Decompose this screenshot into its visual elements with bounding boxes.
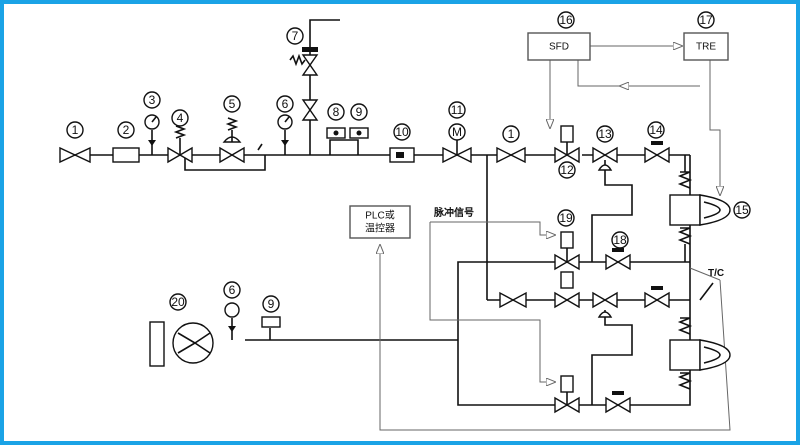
motor-valve-11	[442, 123, 472, 164]
svg-text:5: 5	[229, 97, 236, 111]
plc-box	[349, 205, 411, 239]
tre-label: TRE	[696, 42, 716, 53]
svg-text:19: 19	[559, 211, 573, 225]
tc-label: T/C	[708, 268, 724, 279]
thermocouple-line	[699, 282, 714, 301]
solenoid-valve-branch2	[554, 271, 580, 309]
callout-17: 17	[697, 11, 715, 29]
solenoid-valve-19	[554, 231, 580, 271]
callout-4: 4	[171, 109, 189, 127]
ball-valve-branch2	[644, 286, 670, 309]
svg-text:2: 2	[123, 123, 130, 137]
plc-label-line1: PLC或	[365, 210, 394, 222]
callout-3: 3	[143, 91, 161, 109]
safety-valve-7	[289, 47, 319, 121]
svg-text:15: 15	[735, 203, 749, 217]
callout-9: 9	[350, 103, 368, 121]
callout-16: 16	[557, 11, 575, 29]
filter-2	[112, 147, 140, 163]
callout-2: 2	[117, 121, 135, 139]
motor-label: M	[452, 125, 462, 139]
blower-20	[149, 321, 214, 367]
pressure-switch-9b	[261, 316, 281, 340]
svg-text:6: 6	[282, 97, 289, 111]
callout-8: 8	[327, 103, 345, 121]
callout-1: 1	[66, 121, 84, 139]
callout-13: 13	[596, 125, 614, 143]
callout-20: 20	[169, 293, 187, 311]
callout-11: 11	[448, 101, 466, 119]
sfd-box	[527, 32, 591, 61]
callout-19: 19	[557, 209, 575, 227]
ball-valve-14	[644, 141, 670, 164]
callout-10: 10	[393, 123, 411, 141]
svg-text:17: 17	[699, 13, 713, 27]
manual-valve-1	[59, 146, 91, 164]
pressure-regulator-5	[219, 117, 263, 164]
tre-box	[683, 32, 729, 61]
relief-valve-4	[167, 125, 193, 164]
svg-text:14: 14	[649, 123, 663, 137]
burner-lower	[669, 317, 731, 390]
svg-text:6: 6	[229, 283, 236, 297]
callout-1b: 1	[502, 125, 520, 143]
svg-text:20: 20	[171, 295, 185, 309]
callout-15: 15	[733, 201, 751, 219]
callout-18: 18	[611, 231, 629, 249]
svg-text:8: 8	[333, 105, 340, 119]
svg-text:12: 12	[560, 163, 574, 177]
svg-text:16: 16	[559, 13, 573, 27]
callout-14: 14	[647, 121, 665, 139]
svg-text:9: 9	[356, 105, 363, 119]
solenoid-valve-lower	[554, 375, 580, 414]
svg-text:11: 11	[451, 103, 464, 117]
pressure-switch-9	[349, 127, 369, 139]
svg-text:4: 4	[177, 111, 184, 125]
callout-5: 5	[223, 95, 241, 113]
manual-valve-1b	[496, 146, 526, 164]
burner-15	[669, 155, 731, 262]
svg-text:3: 3	[149, 93, 156, 107]
pressure-gauge-6	[277, 114, 293, 155]
callout-6: 6	[276, 95, 294, 113]
svg-text:18: 18	[613, 233, 627, 247]
callout-6b: 6	[223, 281, 241, 299]
regulator-13	[592, 146, 618, 171]
pressure-gauge-6b	[224, 302, 240, 340]
pressure-gauge-3	[144, 114, 160, 155]
ball-valve-18	[605, 248, 631, 271]
callout-12: 12	[558, 161, 576, 179]
svg-text:10: 10	[395, 125, 409, 139]
svg-text:13: 13	[598, 127, 612, 141]
sfd-label: SFD	[549, 42, 569, 53]
callout-9b: 9	[262, 295, 280, 313]
plc-label-line2: 温控器	[365, 222, 395, 235]
pressure-switch-8	[326, 127, 346, 139]
svg-text:1: 1	[72, 123, 79, 137]
regulator-branch2	[592, 291, 618, 318]
svg-text:1: 1	[508, 127, 515, 141]
callout-7: 7	[286, 27, 304, 45]
manual-valve-branch2	[499, 291, 527, 309]
svg-text:9: 9	[268, 297, 275, 311]
ball-valve-lower	[605, 391, 631, 414]
flow-meter-10	[389, 147, 415, 163]
solenoid-valve-12	[554, 125, 580, 164]
svg-text:7: 7	[292, 29, 299, 43]
pulse-signal-label: 脉冲信号	[433, 206, 474, 219]
